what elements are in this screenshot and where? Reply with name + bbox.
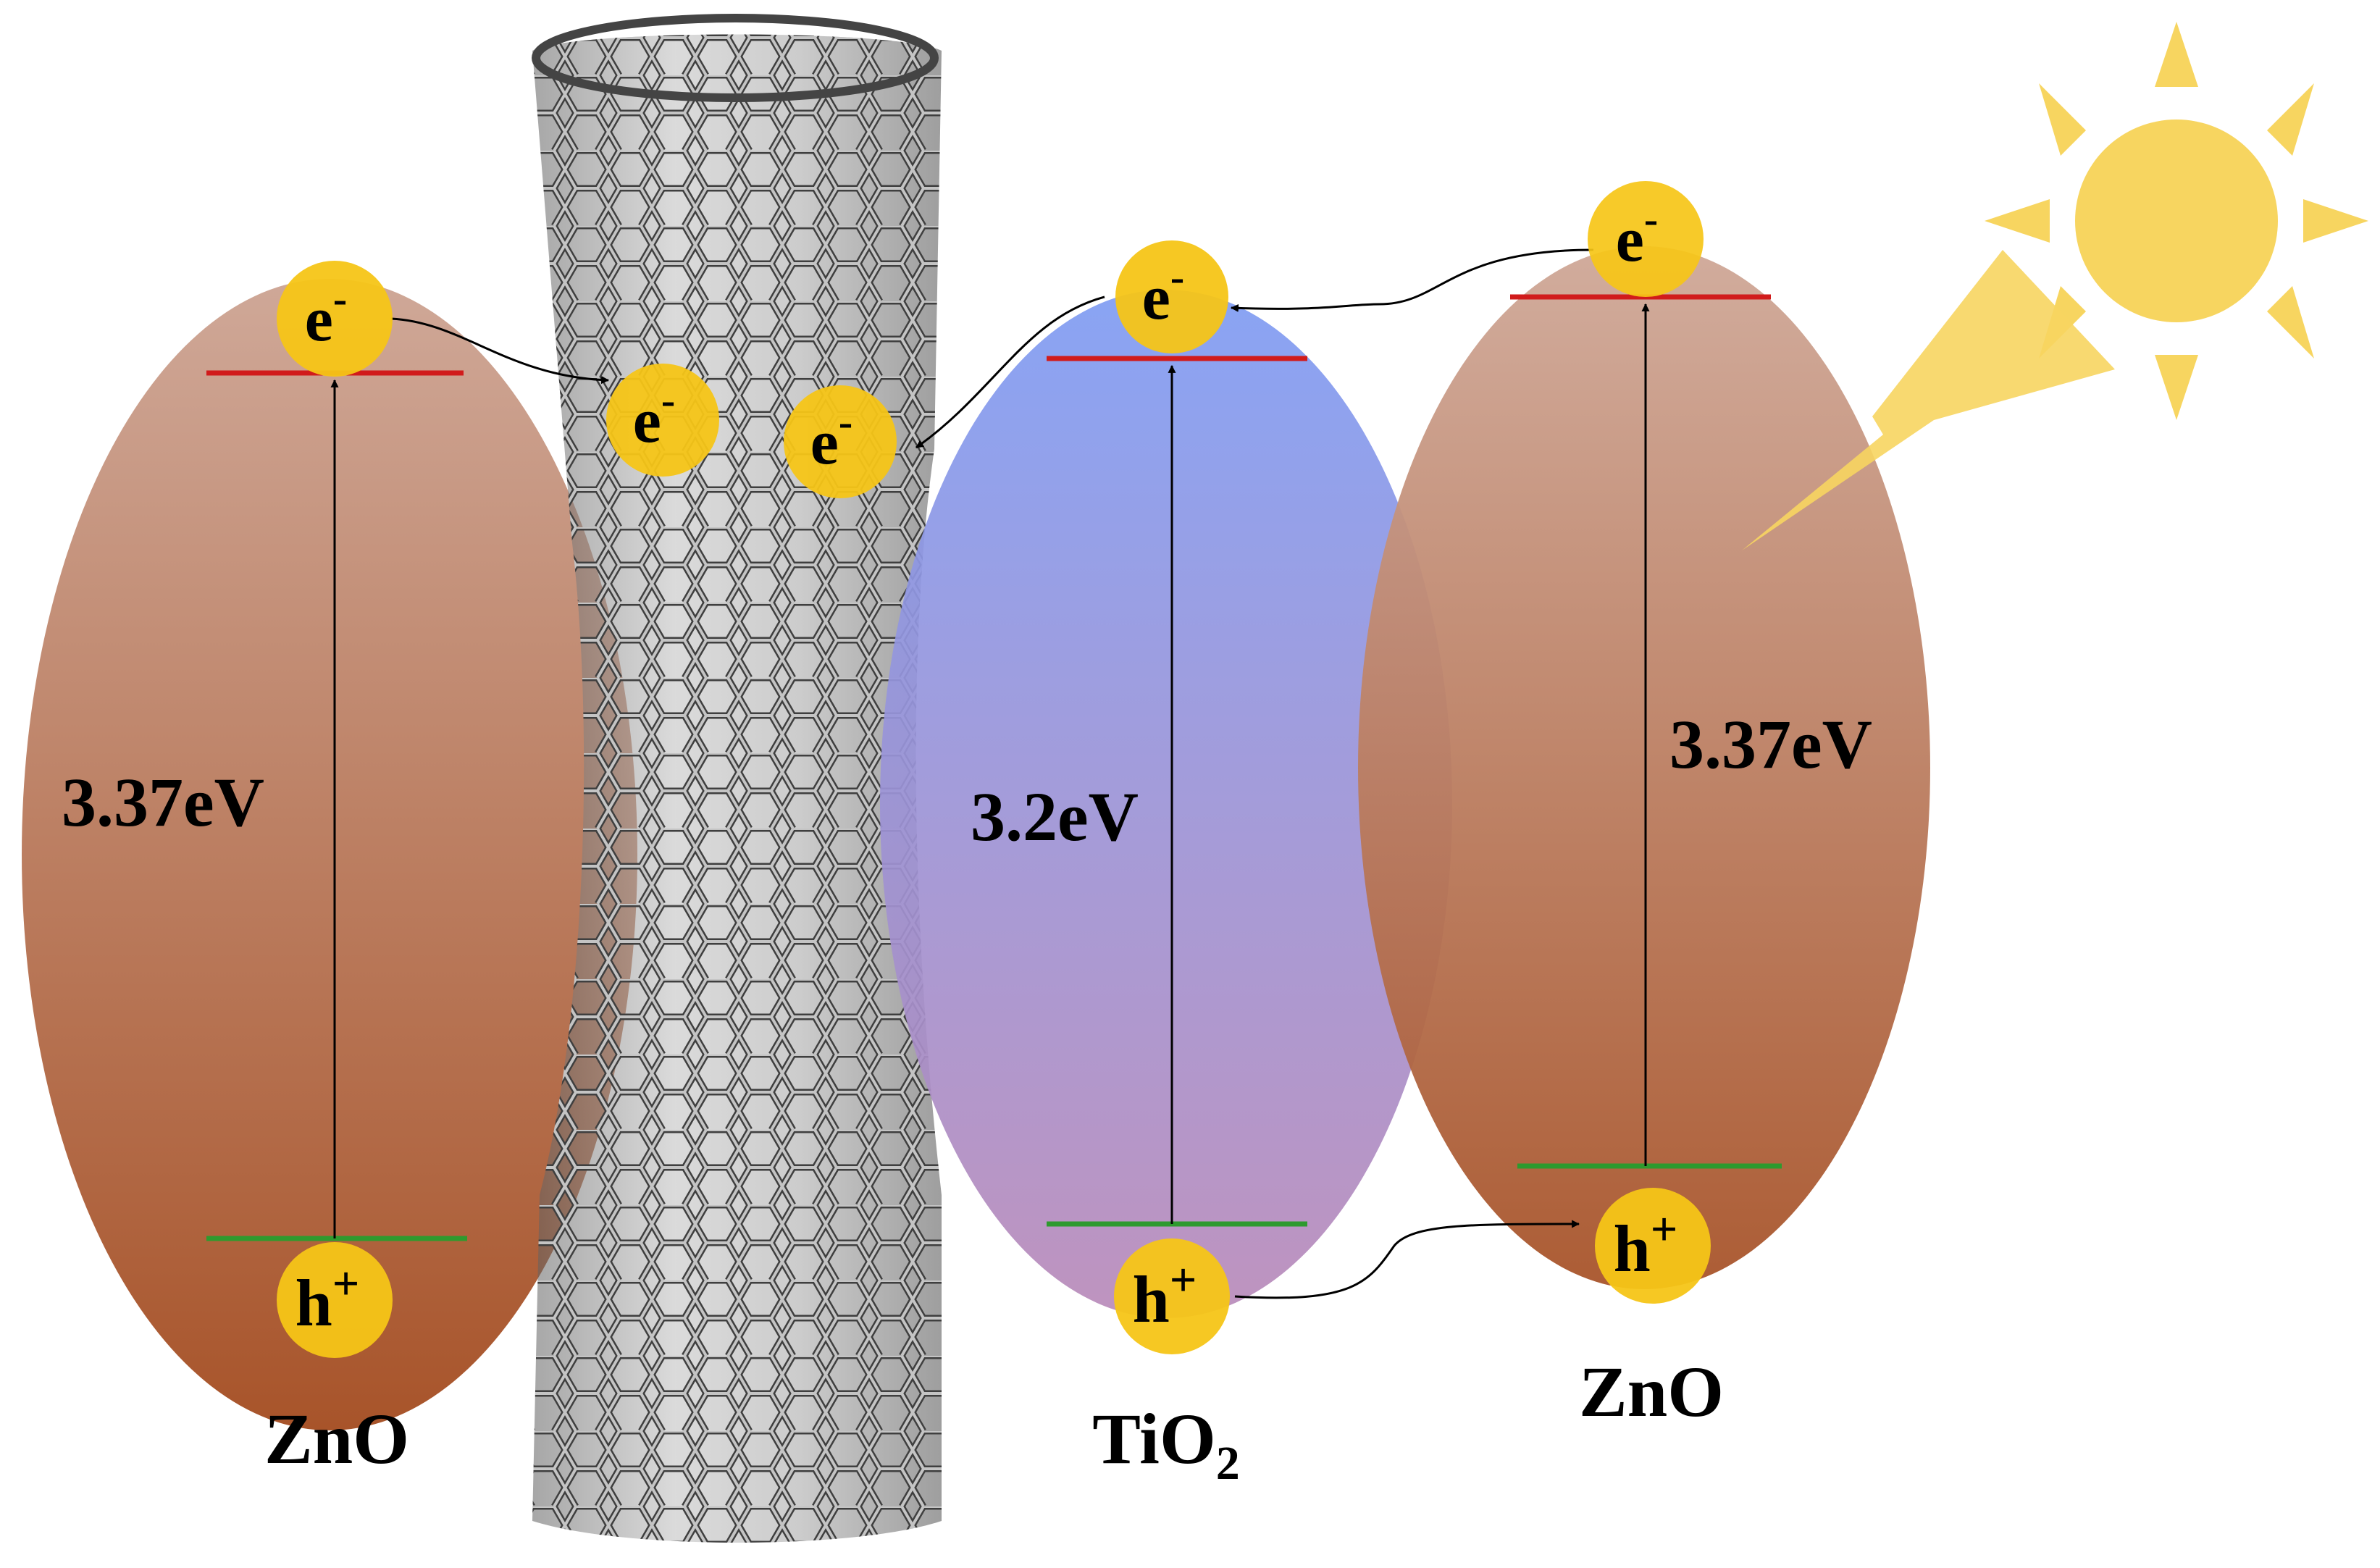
svg-text:e-: e- [305, 275, 347, 355]
electron-particle-tio2: e- [1115, 240, 1228, 353]
hole-particle-zno-right: h+ [1595, 1188, 1711, 1304]
electron-particle-cnt-2: e- [784, 385, 897, 498]
zno-left-ellipse [22, 279, 637, 1430]
electron-particle-zno-left: e- [277, 261, 393, 377]
zno-right-band-gap-label: 3.37eV [1669, 705, 1872, 783]
svg-text:e-: e- [810, 398, 852, 478]
zno-right-label: ZnO [1579, 1351, 1724, 1432]
hole-particle-tio2: h+ [1114, 1238, 1230, 1354]
zno-left-label: ZnO [264, 1399, 409, 1479]
svg-text:e-: e- [1142, 253, 1184, 333]
sun-icon [1985, 22, 2368, 420]
svg-text:e-: e- [1616, 196, 1658, 275]
electron-transfer-arrow-zno-to-tio2 [1230, 248, 1594, 312]
lightning-icon [1742, 250, 2115, 550]
svg-text:h+: h+ [1614, 1203, 1678, 1286]
zno-left-band-gap-label: 3.37eV [62, 763, 264, 841]
svg-text:e-: e- [633, 377, 675, 456]
electron-particle-cnt-1: e- [606, 364, 719, 477]
zno-right-ellipse [1358, 246, 1930, 1289]
tio2-ellipse [880, 290, 1452, 1318]
tio2-label: TiO2 [1092, 1399, 1239, 1490]
svg-text:h+: h+ [296, 1257, 360, 1340]
tio2-band-gap-label: 3.2eV [971, 778, 1139, 855]
electron-transfer-arrow-zno-to-cnt [390, 317, 610, 385]
hole-particle-zno-left: h+ [277, 1242, 393, 1358]
electron-particle-zno-right: e- [1588, 181, 1704, 297]
hole-transfer-arrow-tio2-to-zno [1234, 1220, 1580, 1299]
svg-text:h+: h+ [1133, 1254, 1197, 1336]
electron-transfer-arrow-tio2-to-cnt [915, 295, 1105, 449]
